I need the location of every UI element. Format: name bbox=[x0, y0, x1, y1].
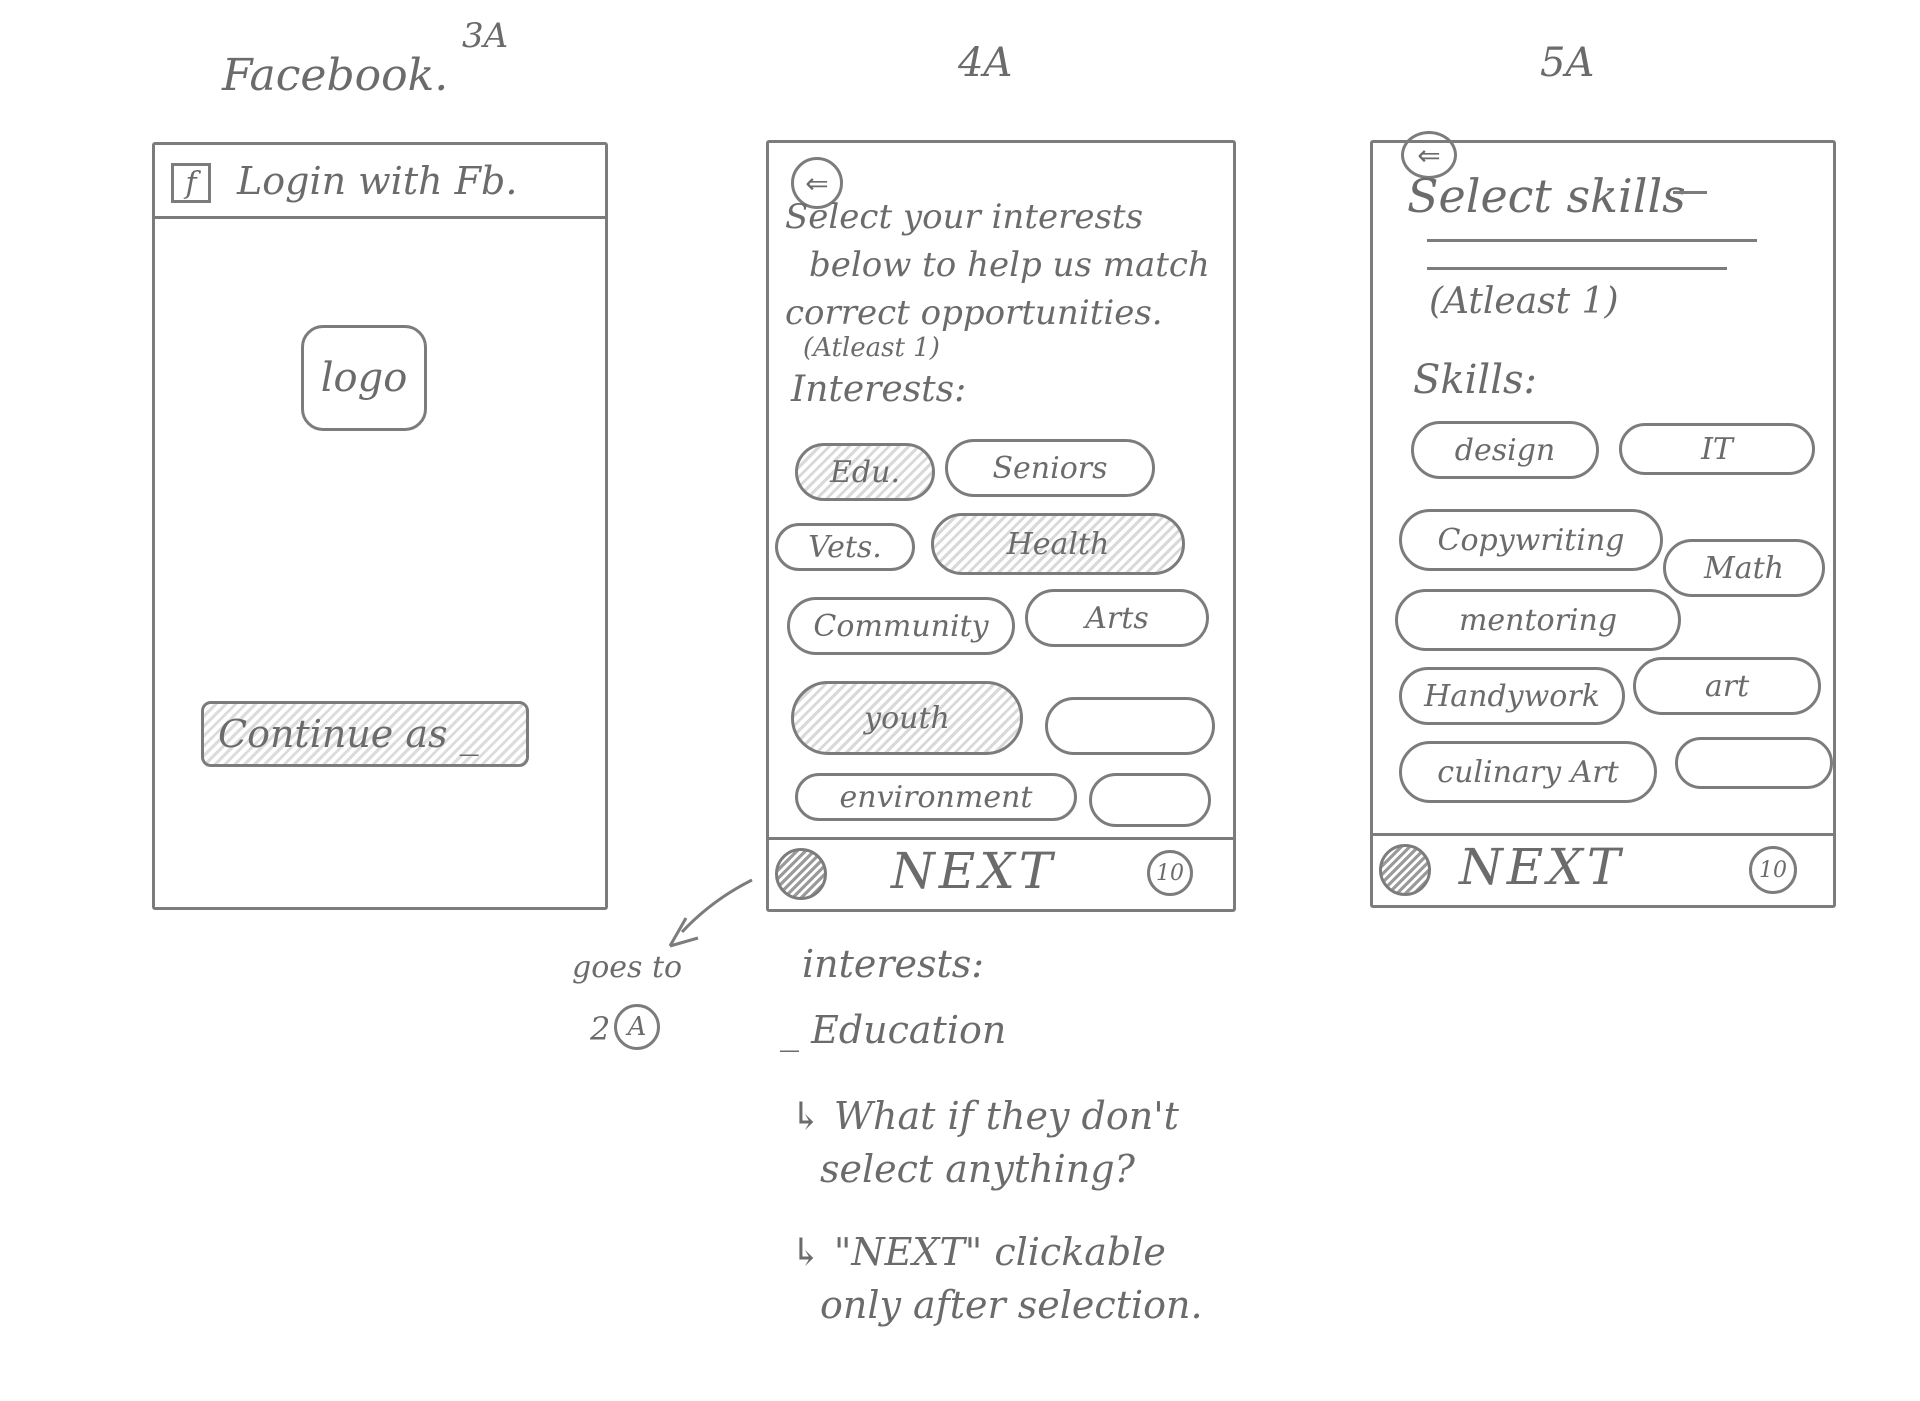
facebook-icon: f bbox=[171, 163, 211, 203]
chip-culinary-art[interactable]: culinary Art bbox=[1399, 741, 1657, 803]
chip-empty-2[interactable] bbox=[1089, 773, 1211, 827]
screen-code-3a: 3A bbox=[462, 16, 509, 56]
screen-4a-frame: ⇐ Select your interests below to help us… bbox=[766, 140, 1236, 912]
chip-vets[interactable]: Vets. bbox=[775, 523, 915, 571]
prompt-line-3: correct opportunities. bbox=[785, 293, 1163, 333]
list-item-education: _ Education bbox=[780, 1008, 1007, 1052]
chip-art[interactable]: art bbox=[1633, 657, 1821, 715]
question-line-1: ↳ What if they don't bbox=[790, 1094, 1179, 1138]
chip-math[interactable]: Math bbox=[1663, 539, 1825, 597]
screen-5a-frame: ⇐ Select skills (Atleast 1) Skills: desi… bbox=[1370, 131, 1836, 908]
fb-login-title: Login with Fb. bbox=[237, 159, 518, 203]
answer-line-2: only after selection. bbox=[820, 1283, 1203, 1328]
bottom-bar: NEXT 10 bbox=[769, 837, 1233, 909]
goes-to-target: 2 bbox=[590, 1010, 611, 1048]
prompt-line-2: below to help us match bbox=[809, 245, 1210, 285]
goes-to-circle: A bbox=[614, 1004, 660, 1050]
count-badge: 10 bbox=[1749, 846, 1797, 894]
back-arrow-icon[interactable]: ⇐ bbox=[791, 157, 843, 209]
chip-youth[interactable]: youth bbox=[791, 681, 1023, 755]
chip-empty-1[interactable] bbox=[1045, 697, 1215, 755]
home-icon[interactable] bbox=[775, 848, 827, 900]
chip-community[interactable]: Community bbox=[787, 597, 1015, 655]
interests-label: Interests: bbox=[791, 369, 967, 410]
question-note: ↳ What if they don't select anything? bbox=[790, 1090, 1179, 1196]
screen-code-4a: 4A bbox=[958, 40, 1013, 86]
next-button[interactable]: NEXT bbox=[891, 842, 1057, 900]
continue-as-button[interactable]: Continue as _ bbox=[201, 701, 529, 767]
title-underline-1 bbox=[1427, 239, 1757, 242]
chip-seniors[interactable]: Seniors bbox=[945, 439, 1155, 497]
chip-health[interactable]: Health bbox=[931, 513, 1185, 575]
next-button[interactable]: NEXT bbox=[1459, 838, 1625, 896]
list-title: interests: bbox=[802, 942, 985, 986]
screen-3a-frame: f Login with Fb. logo Continue as _ bbox=[152, 142, 608, 910]
title-underline-2 bbox=[1427, 267, 1727, 270]
chip-empty[interactable] bbox=[1675, 737, 1833, 789]
chip-education[interactable]: Edu. bbox=[795, 443, 935, 501]
screen-code-5a: 5A bbox=[1540, 40, 1595, 86]
interests-prompt: Select your interests below to help us m… bbox=[785, 193, 1210, 337]
caption-facebook: Facebook. bbox=[222, 50, 449, 101]
answer-note: ↳ "NEXT" clickable only after selection. bbox=[790, 1226, 1203, 1332]
back-arrow-icon[interactable]: ⇐ bbox=[1401, 131, 1457, 179]
min-selection-note: (Atleast 1) bbox=[803, 333, 940, 363]
chip-handywork[interactable]: Handywork bbox=[1399, 667, 1625, 725]
chip-design[interactable]: design bbox=[1411, 421, 1599, 479]
prompt-line-1: Select your interests bbox=[785, 197, 1144, 237]
skills-label: Skills: bbox=[1413, 357, 1538, 403]
min-selection-note: (Atleast 1) bbox=[1429, 281, 1619, 322]
chip-it[interactable]: IT bbox=[1619, 423, 1815, 475]
home-icon[interactable] bbox=[1379, 844, 1431, 896]
fb-header: f Login with Fb. bbox=[155, 145, 605, 219]
app-logo: logo bbox=[301, 325, 427, 431]
answer-line-1: ↳ "NEXT" clickable bbox=[790, 1230, 1166, 1274]
chip-copywriting[interactable]: Copywriting bbox=[1399, 509, 1663, 571]
count-badge: 10 bbox=[1147, 850, 1193, 896]
title-dash bbox=[1673, 191, 1707, 194]
goes-to-text: goes to bbox=[572, 950, 683, 985]
question-line-2: select anything? bbox=[820, 1147, 1135, 1192]
bottom-bar: NEXT 10 bbox=[1373, 833, 1833, 905]
skills-title: Select skills bbox=[1407, 169, 1686, 223]
chip-mentoring[interactable]: mentoring bbox=[1395, 589, 1681, 651]
chip-environment[interactable]: environment bbox=[795, 773, 1077, 821]
chip-arts[interactable]: Arts bbox=[1025, 589, 1209, 647]
